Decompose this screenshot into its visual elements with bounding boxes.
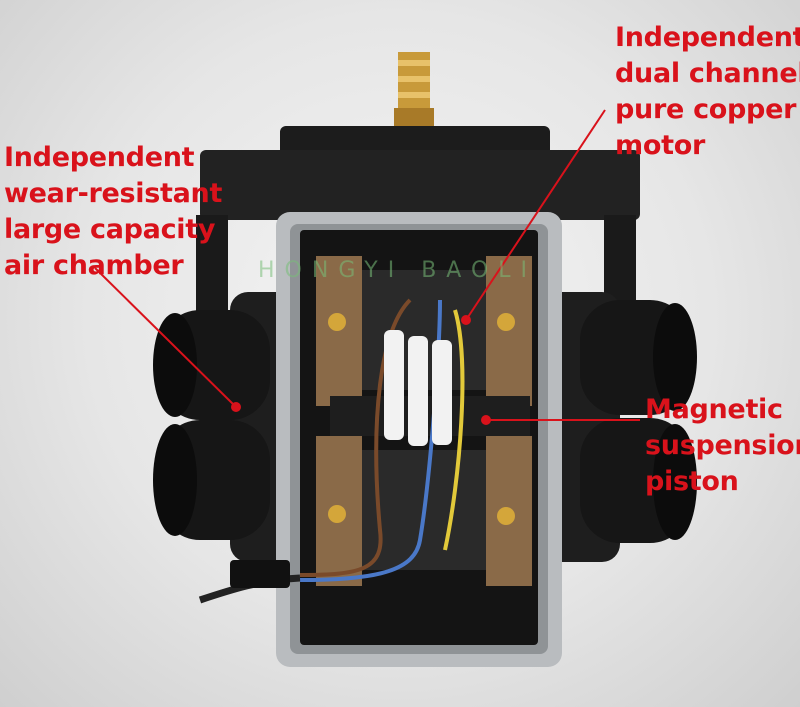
magnetic-piston [330, 396, 530, 436]
power-plug [230, 560, 290, 588]
callout-air-chamber: Independent wear-resistant large capacit… [4, 140, 222, 284]
top-bracket [200, 150, 640, 220]
wire-connectors [384, 330, 452, 446]
callout-line: wear-resistant [4, 178, 223, 209]
copper-motor [316, 256, 532, 586]
callout-line: motor [615, 130, 705, 161]
callout-line: Independent [4, 142, 195, 173]
brand-watermark: HONGYI BAOLI [258, 258, 538, 283]
callout-piston: Magnetic suspension piston [645, 392, 800, 500]
callout-line: Independent [615, 22, 800, 53]
callout-line: dual channel [615, 58, 800, 89]
callout-line: Magnetic [645, 394, 783, 425]
callout-line: air chamber [4, 250, 184, 281]
callout-line: piston [645, 466, 739, 497]
callout-line: pure copper [615, 94, 797, 125]
brass-nozzle [394, 52, 434, 134]
callout-lines [94, 109, 640, 425]
callout-line: large capacity [4, 214, 216, 245]
left-air-chamber [153, 292, 310, 562]
callout-motor: Independent dual channel pure copper mot… [615, 20, 800, 164]
callout-line: suspension [645, 430, 800, 461]
